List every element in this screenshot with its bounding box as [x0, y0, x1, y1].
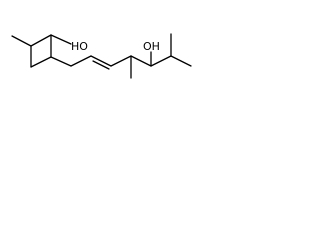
bond-c7-c8 [110, 55, 132, 67]
skeletal-structure: HO OH [11, 33, 192, 79]
hydroxyl-left-label: HO [71, 40, 88, 53]
bond-c8-c9 [130, 55, 152, 67]
bond-c4-c5 [50, 56, 72, 67]
bond-c4-c4methyl [30, 56, 52, 68]
bond-c6-c7 [90, 55, 112, 67]
bond-c5-c6 [70, 55, 92, 67]
hydroxyl-right-label: OH [143, 40, 160, 53]
bond-c9-c10 [150, 55, 172, 67]
bond-c1-c2 [11, 35, 32, 47]
bond-c3-o-left [50, 34, 72, 45]
bond-c10-c11 [170, 55, 192, 67]
bond-c2-c3 [30, 34, 52, 47]
bond-c6-c7-double [92, 60, 110, 70]
